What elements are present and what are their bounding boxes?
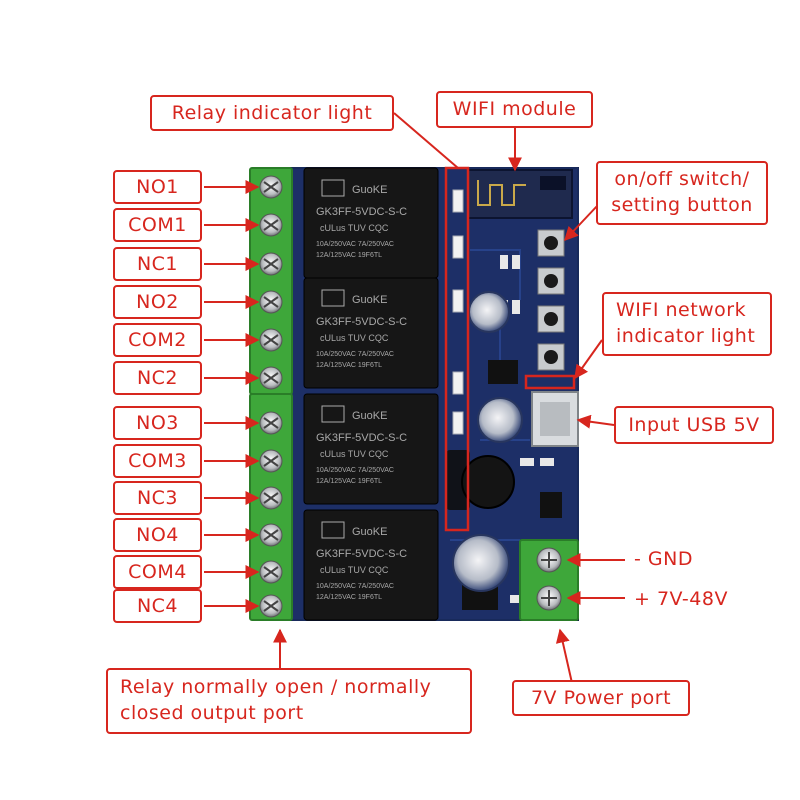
relay-marks: cULus TUV CQC [320,223,389,233]
inductor [461,455,515,509]
terminal-label-no2: NO2 [113,285,202,319]
relay-brand: GuoKE [352,294,387,306]
switch-line2: setting button [611,194,753,216]
terminal-label-no1: NO1 [113,170,202,204]
relay-rating2: 12A/125VAC 19F6TL [316,478,382,485]
output-line2: closed output port [120,702,304,724]
wifi-net-line2: indicator light [616,325,756,347]
relay-4: GuoKE GK3FF-5VDC-S-C cULus TUV CQC 10A/250V… [303,509,439,621]
terminal-label-com1: COM1 [113,208,202,242]
relay-rating1: 10A/250VAC 7A/250VAC [316,467,394,474]
usb-input-text: Input USB 5V [628,413,760,436]
output-port-label: Relay normally open / normally closed ou… [106,668,472,734]
power-port-label: 7V Power port [512,680,690,716]
terminal-block-upper [249,167,293,395]
relay-brand: GuoKE [352,526,387,538]
relay-2: GuoKE GK3FF-5VDC-S-C cULus TUV CQC 10A/250V… [303,277,439,389]
terminal-label-com2: COM2 [113,323,202,357]
power-port-text: 7V Power port [530,686,672,709]
terminal-label-nc4: NC4 [113,589,202,623]
relay-rating1: 10A/250VAC 7A/250VAC [316,351,394,358]
usb-input-label: Input USB 5V [614,406,774,444]
relay-marks: cULus TUV CQC [320,565,389,575]
relay-marks: cULus TUV CQC [320,333,389,343]
relay-model: GK3FF-5VDC-S-C [316,316,407,328]
switch-button-label: on/off switch/ setting button [596,161,768,225]
terminal-label-nc1: NC1 [113,247,202,281]
relay-indicator-text: Relay indicator light [171,101,373,124]
relay-model: GK3FF-5VDC-S-C [316,432,407,444]
wifi-module-label: WIFI module [436,91,593,128]
power-terminal [519,539,579,621]
relay-1: GuoKE GK3FF-5VDC-S-C cULus TUV CQC 10A/250V… [303,167,439,279]
relay-group: GuoKE GK3FF-5VDC-S-C cULus TUV CQC 10A/250V… [303,167,439,621]
terminal-label-nc3: NC3 [113,481,202,515]
vin-label: + 7V-48V [634,588,728,610]
relay-marks: cULus TUV CQC [320,449,389,459]
relay-rating1: 10A/250VAC 7A/250VAC [316,583,394,590]
relay-rating2: 12A/125VAC 19F6TL [316,362,382,369]
relay-rating2: 12A/125VAC 19F6TL [316,594,382,601]
relay-brand: GuoKE [352,410,387,422]
wifi-net-indicator-label: WIFI network indicator light [602,292,772,356]
relay-model: GK3FF-5VDC-S-C [316,206,407,218]
capacitor [452,534,510,592]
terminal-label-com3: COM3 [113,444,202,478]
relay-rating2: 12A/125VAC 19F6TL [316,252,382,259]
setting-buttons [537,229,565,371]
relay-indicator-label: Relay indicator light [150,95,394,131]
terminal-screws [259,175,283,618]
relay-rating1: 10A/250VAC 7A/250VAC [316,241,394,248]
relay-brand: GuoKE [352,184,387,196]
terminal-label-no3: NO3 [113,406,202,440]
gnd-label: - GND [634,548,693,570]
capacitor [477,397,523,443]
wifi-indicator-highlight [524,374,576,390]
wifi-net-line1: WIFI network [616,299,747,322]
terminal-arrows [204,180,260,613]
terminal-label-no4: NO4 [113,518,202,552]
relay-3: GuoKE GK3FF-5VDC-S-C cULus TUV CQC 10A/250V… [303,393,439,505]
capacitor [468,291,510,333]
wifi-module-text: WIFI module [452,98,577,120]
switch-line1: on/off switch/ [614,168,750,191]
relay-model: GK3FF-5VDC-S-C [316,548,407,560]
output-line1: Relay normally open / normally [120,676,432,699]
terminal-label-com4: COM4 [113,555,202,589]
terminal-label-nc2: NC2 [113,361,202,395]
